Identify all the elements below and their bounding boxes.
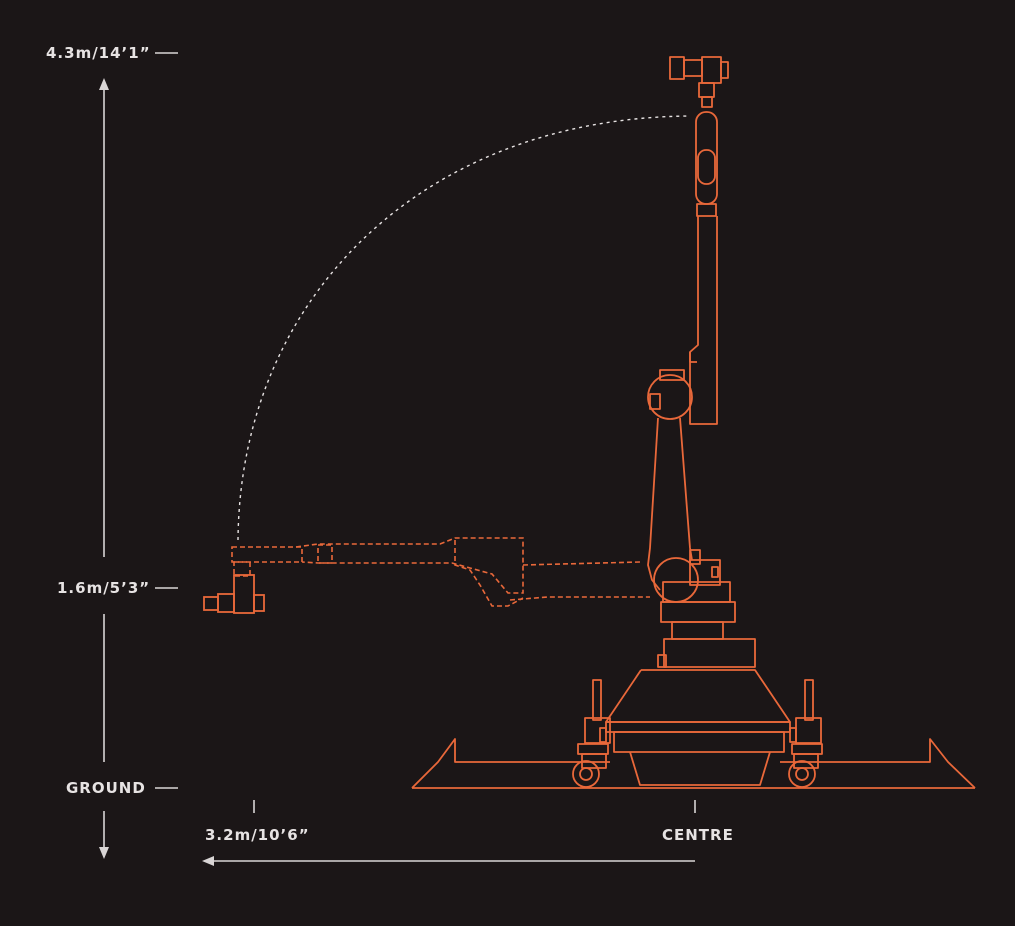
swing-arc: [237, 115, 691, 541]
arm-raised-position: [647, 56, 729, 603]
left-arrow-icon: [202, 856, 214, 866]
camera-head-lowered: [203, 574, 265, 614]
centre-label: CENTRE: [662, 826, 734, 844]
up-arrow-icon: [99, 78, 109, 90]
dolly-base: [411, 581, 976, 789]
arm-lowered-position: [231, 537, 650, 607]
reach-label: 3.2m/10’6”: [205, 826, 310, 844]
down-arrow-icon: [99, 847, 109, 859]
measurement-guides: [103, 52, 696, 862]
mid-height-label: 1.6m/5’3”: [57, 579, 151, 597]
max-height-label: 4.3m/14’1”: [46, 44, 151, 62]
ground-label: GROUND: [66, 779, 146, 797]
arrow-heads: [99, 78, 214, 866]
